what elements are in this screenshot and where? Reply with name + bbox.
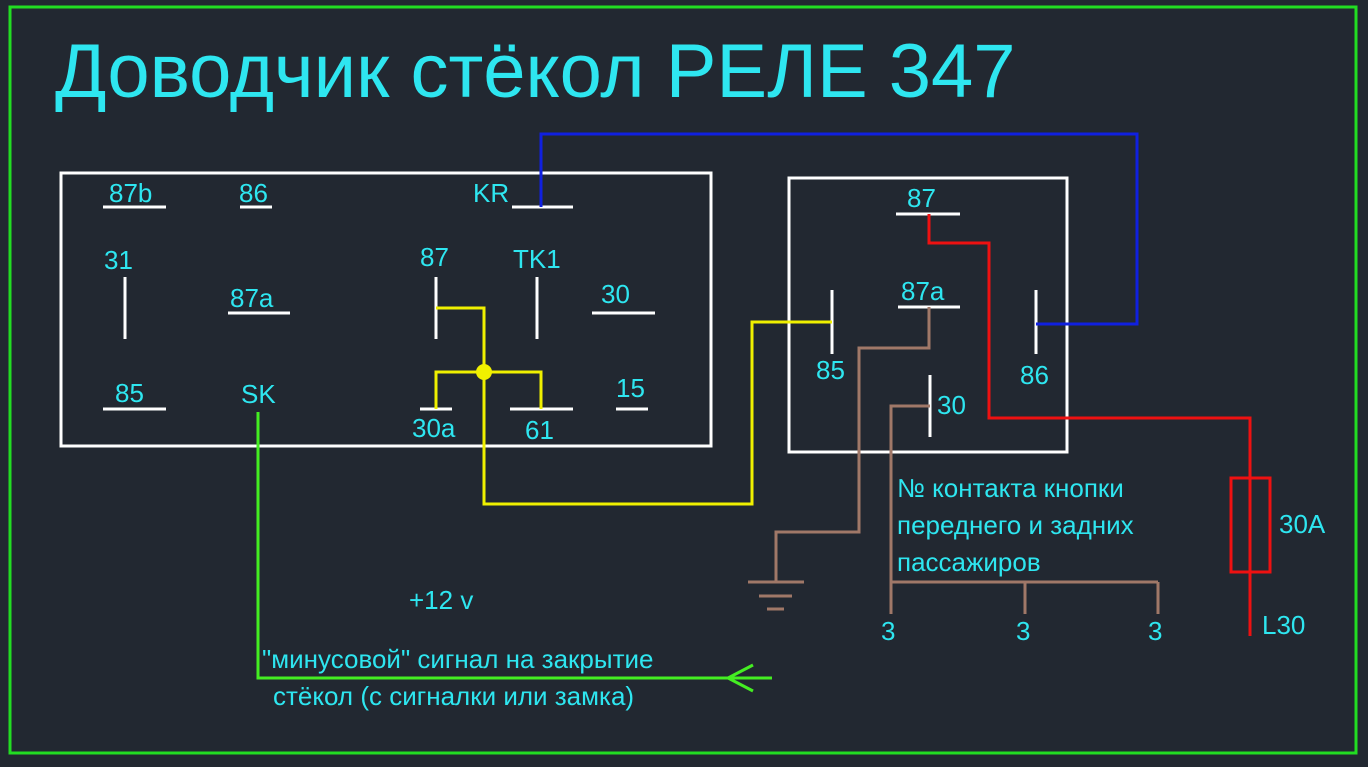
module-pin-61: 61 xyxy=(525,415,554,445)
button-contact-label-2: 3 xyxy=(1016,616,1030,646)
button-contact-label-1: 3 xyxy=(881,616,895,646)
signal-note-line-2: стёкол (с сигналки или замка) xyxy=(273,681,634,711)
module-pin-87b: 87b xyxy=(109,178,152,208)
module-pin-sk: SK xyxy=(241,379,276,409)
module-pin-31: 31 xyxy=(104,245,133,275)
module-pin-30: 30 xyxy=(601,279,630,309)
wire-red-relay-87-to-fuse xyxy=(927,214,1252,478)
relay-pin-85: 85 xyxy=(816,355,845,385)
relay-box xyxy=(787,176,1069,454)
wire-brown-87a-to-ground xyxy=(774,307,931,582)
button-note-line-1: № контакта кнопки xyxy=(897,473,1124,503)
wire-yellow-junction-dot xyxy=(476,364,492,380)
l30-label: L30 xyxy=(1262,610,1305,640)
wire-blue-kr-to-relay-86 xyxy=(539,132,1139,326)
signal-note-line-1: "минусовой" сигнал на закрытие xyxy=(262,644,653,674)
module-pin-15: 15 xyxy=(616,373,645,403)
wire-green-sk-signal xyxy=(256,412,772,680)
outer-border xyxy=(8,5,1358,755)
wire-yellow-to-relay-85 xyxy=(482,320,832,506)
button-note-line-2: переднего и задних xyxy=(897,510,1134,540)
module-pin-87a: 87a xyxy=(230,283,274,313)
wire-yellow-87-to-junction xyxy=(436,306,486,372)
fuse-label: 30А xyxy=(1279,509,1326,539)
arrow-green-signal-in xyxy=(724,663,754,693)
module-pin-85: 85 xyxy=(115,378,144,408)
wire-brown-relay-30-to-buttons xyxy=(889,404,930,614)
button-note-line-3: пассажиров xyxy=(897,547,1041,577)
button-contact-label-3: 3 xyxy=(1148,616,1162,646)
diagram-title: Доводчик стёкол РЕЛЕ 347 xyxy=(55,29,1016,114)
relay-pin-86: 86 xyxy=(1020,360,1049,390)
module-box xyxy=(59,171,713,448)
module-pin-87: 87 xyxy=(420,242,449,272)
module-pin-tk1: TK1 xyxy=(513,244,561,274)
module-pin-86: 86 xyxy=(239,178,268,208)
module-pin-kr: KR xyxy=(473,178,509,208)
relay-pin-87: 87 xyxy=(907,183,936,213)
relay-pin-30: 30 xyxy=(937,390,966,420)
relay-pin-87a: 87a xyxy=(901,276,945,306)
plus-12v-label: +12 v xyxy=(409,585,473,615)
module-pin-30a: 30a xyxy=(412,413,456,443)
